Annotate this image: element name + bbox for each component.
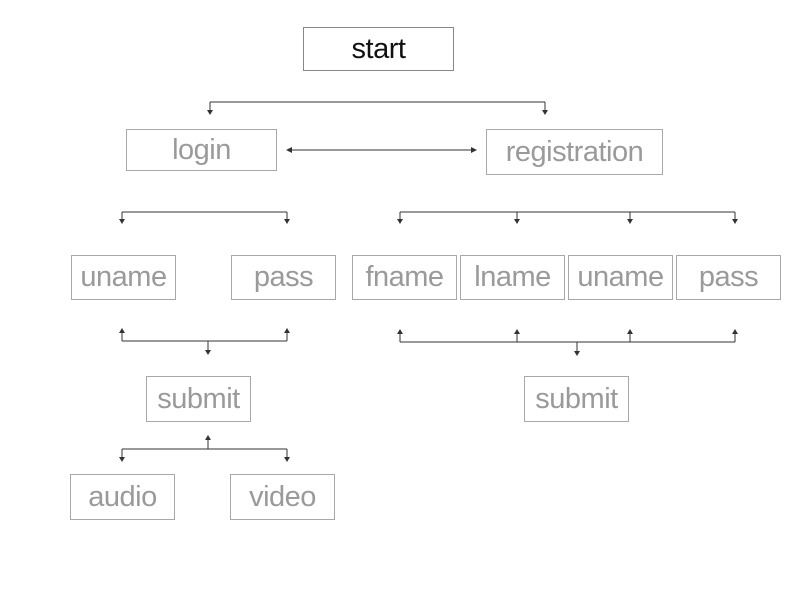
reg-lname-node: lname [460, 255, 565, 300]
reg-pass-node: pass [676, 255, 781, 300]
arrowhead-up-submit [205, 435, 211, 440]
login-uname-node: uname [71, 255, 176, 300]
login-submit-node: submit [146, 376, 251, 422]
login-pass-node: pass [231, 255, 336, 300]
arrowhead-right [471, 147, 477, 153]
reg-uname-node: uname [568, 255, 673, 300]
arrowhead-reg-submit [574, 351, 580, 356]
arrowhead-video [284, 457, 290, 462]
arrowhead-login-pass [284, 219, 290, 224]
arrowhead-up-fname [397, 329, 403, 334]
arrowhead-up-reg-pass [732, 329, 738, 334]
arrowhead-lname [514, 219, 520, 224]
login-node: login [126, 129, 277, 171]
start-node: start [303, 27, 454, 71]
arrowhead-up-login-pass [284, 328, 290, 333]
reg-fname-node: fname [352, 255, 457, 300]
arrowhead-up-lname [514, 329, 520, 334]
arrowhead-left [286, 147, 292, 153]
registration-node: registration [486, 129, 663, 175]
arrowhead-reg-pass [732, 219, 738, 224]
arrowhead-up-reg-uname [627, 329, 633, 334]
arrowhead-login-submit [205, 350, 211, 355]
arrowhead-fname [397, 219, 403, 224]
arrowhead-reg-uname [627, 219, 633, 224]
video-node: video [230, 474, 335, 520]
arrowhead-up-login-uname [119, 328, 125, 333]
reg-submit-node: submit [524, 376, 629, 422]
arrowhead-login-uname [119, 219, 125, 224]
arrowhead-registration [542, 110, 548, 115]
arrowhead-audio [119, 457, 125, 462]
arrowhead-login [207, 110, 213, 115]
audio-node: audio [70, 474, 175, 520]
